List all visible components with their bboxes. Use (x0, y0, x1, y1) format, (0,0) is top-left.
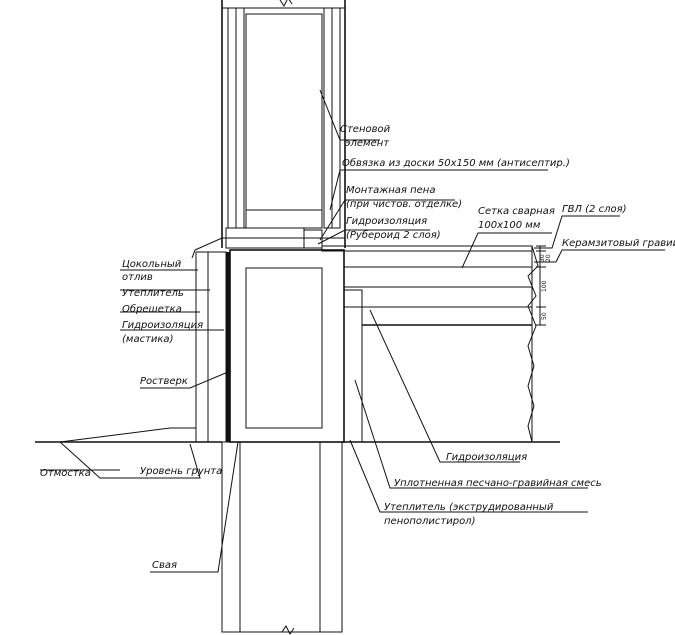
label-sand-gravel: Уплотненная песчано-гравийная смесь (394, 478, 602, 489)
label-mounting-foam-2: (при чистов. отделке) (346, 199, 462, 210)
label-gvl: ГВЛ (2 слоя) (562, 204, 627, 215)
label-waterproofing-top-2: (Рубероид 2 слоя) (346, 229, 441, 241)
label-lathing: Обрешетка (122, 303, 182, 315)
label-wall-element-1: Стеновой (340, 124, 391, 135)
break-mark-bottom (281, 625, 295, 635)
label-mesh-2: 100х100 мм (478, 220, 541, 231)
label-grillage: Ростверк (140, 376, 188, 387)
label-wall-element-2: элемент (345, 138, 390, 149)
blind-area (59, 427, 197, 443)
label-insulation-bottom-1: Утеплитель (экструдированный (384, 502, 554, 513)
dim-20: 20 (545, 254, 552, 262)
label-base-drip-2: отлив (122, 272, 153, 283)
strapping-board (245, 209, 323, 229)
dim-50: 50 (541, 312, 548, 320)
label-blind-area: Отмостка (40, 468, 91, 479)
grillage (229, 249, 363, 443)
label-insulation-bottom-2: пенополистирол) (384, 516, 475, 527)
dimension-chain: 30 20 100 50 (536, 245, 552, 326)
leader-lines (40, 89, 665, 573)
wall-element (221, 0, 346, 249)
label-base-drip-1: Цокольный (122, 259, 182, 270)
dim-100: 100 (541, 280, 548, 292)
label-insulation-left: Утеплитель (122, 288, 184, 299)
labels: Стеновой элемент Обвязка из доски 50х150… (40, 124, 675, 571)
mounting-foam (303, 229, 323, 249)
label-waterproofing-bottom: Гидроизоляция (446, 452, 527, 463)
dim-30: 30 (539, 254, 546, 262)
pile (221, 441, 343, 635)
label-pile: Свая (152, 560, 177, 571)
label-waterproofing-left-1: Гидроизоляция (122, 320, 203, 331)
label-waterproofing-top-1: Гидроизоляция (346, 216, 427, 227)
label-mounting-foam-1: Монтажная пена (346, 185, 435, 196)
break-line-right (527, 245, 539, 443)
label-waterproofing-left-2: (мастика) (122, 334, 173, 345)
label-mesh-1: Сетка сварная (478, 206, 555, 217)
break-mark-top (279, 0, 293, 7)
label-ground-level: Уровень грунта (140, 466, 222, 477)
label-strapping: Обвязка из доски 50х150 мм (антисептир.) (342, 157, 570, 169)
label-expanded-clay: Керамзитовый гравий (562, 238, 675, 249)
floor-buildup (321, 245, 539, 443)
ground (35, 427, 560, 443)
